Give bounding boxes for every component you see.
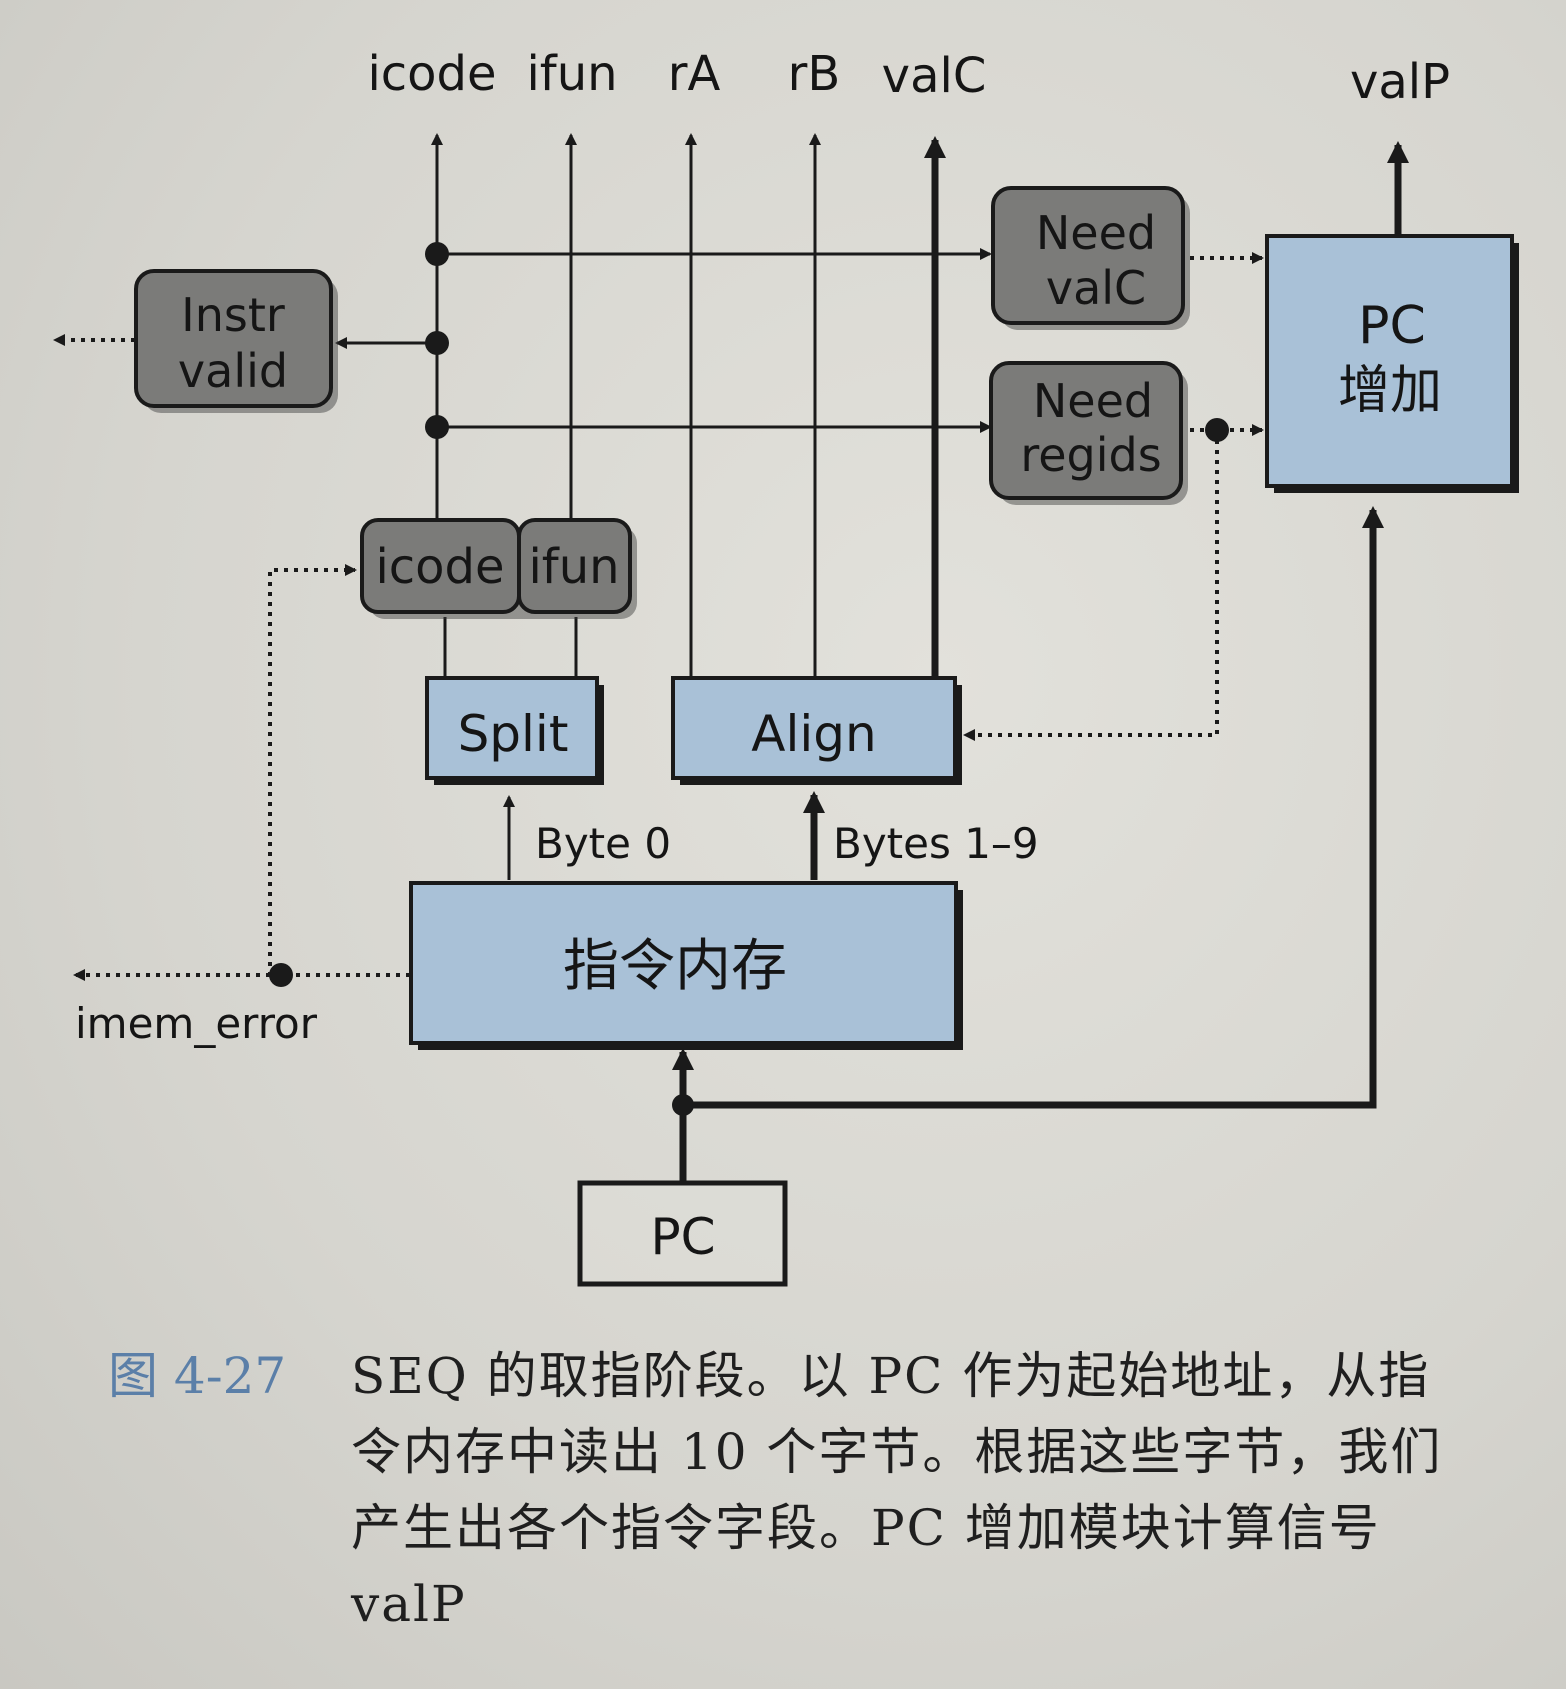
pc-increment-line2: 增加 (1338, 361, 1442, 421)
need-regids-line1: Need (1033, 374, 1153, 428)
wires (335, 133, 1409, 1182)
output-label-valp: valP (1350, 54, 1450, 110)
bytes1-9-label: Bytes 1–9 (833, 819, 1039, 868)
junction-dot (269, 963, 293, 987)
need-regids-block: Need regids (989, 361, 1188, 505)
output-label-ra: rA (668, 46, 721, 102)
split-label: Split (458, 705, 569, 763)
need-regids-line2: regids (1020, 428, 1161, 482)
need-valc-line2: valC (1046, 261, 1146, 315)
pc-register-block: PC (577, 1180, 788, 1287)
pc-increment-block: PC 增加 (1265, 234, 1519, 493)
figure-number: 图 4-27 (108, 1347, 287, 1405)
icode-ifun-register: icode ifun (360, 518, 637, 619)
output-labels: icode ifun rA rB valC valP (367, 46, 1450, 110)
ifun-register-label: ifun (528, 539, 619, 595)
instr-valid-block: Instr valid (134, 269, 338, 413)
junction-dot (672, 1094, 694, 1116)
junctions (269, 242, 1229, 1116)
output-label-rb: rB (788, 46, 841, 102)
dotted-wires (53, 252, 1264, 981)
instruction-memory-label: 指令内存 (563, 934, 787, 999)
instr-valid-line2: valid (178, 344, 288, 398)
icode-register-label: icode (375, 539, 504, 595)
need-valc-line1: Need (1036, 206, 1156, 260)
instr-valid-line1: Instr (181, 288, 285, 342)
align-block: Align (671, 676, 962, 785)
instruction-memory-block: 指令内存 (409, 881, 963, 1050)
junction-dot (425, 415, 449, 439)
ifun-register (517, 518, 632, 614)
pc-increment-line1: PC (1358, 296, 1426, 356)
output-label-ifun: ifun (526, 46, 617, 102)
output-label-valc: valC (882, 48, 987, 104)
junction-dot (425, 331, 449, 355)
wire-need-regids-to-align (963, 430, 1219, 741)
pc-register-label: PC (650, 1208, 715, 1266)
wire-pc-to-pcinc (683, 506, 1384, 1109)
byte0-label: Byte 0 (535, 819, 671, 868)
junction-dot (425, 242, 449, 266)
need-valc-block: Need valC (991, 186, 1190, 330)
wire-imem-error-to-icode (268, 564, 357, 977)
junction-dot (1205, 418, 1229, 442)
imem-error-label: imem_error (75, 999, 318, 1048)
output-label-icode: icode (367, 46, 496, 102)
split-block: Split (425, 676, 604, 785)
caption-text: SEQ 的取指阶段。以 PC 作为起始地址，从指令内存中读出 10 个字节。根据… (351, 1347, 1443, 1633)
align-label: Align (751, 705, 876, 763)
